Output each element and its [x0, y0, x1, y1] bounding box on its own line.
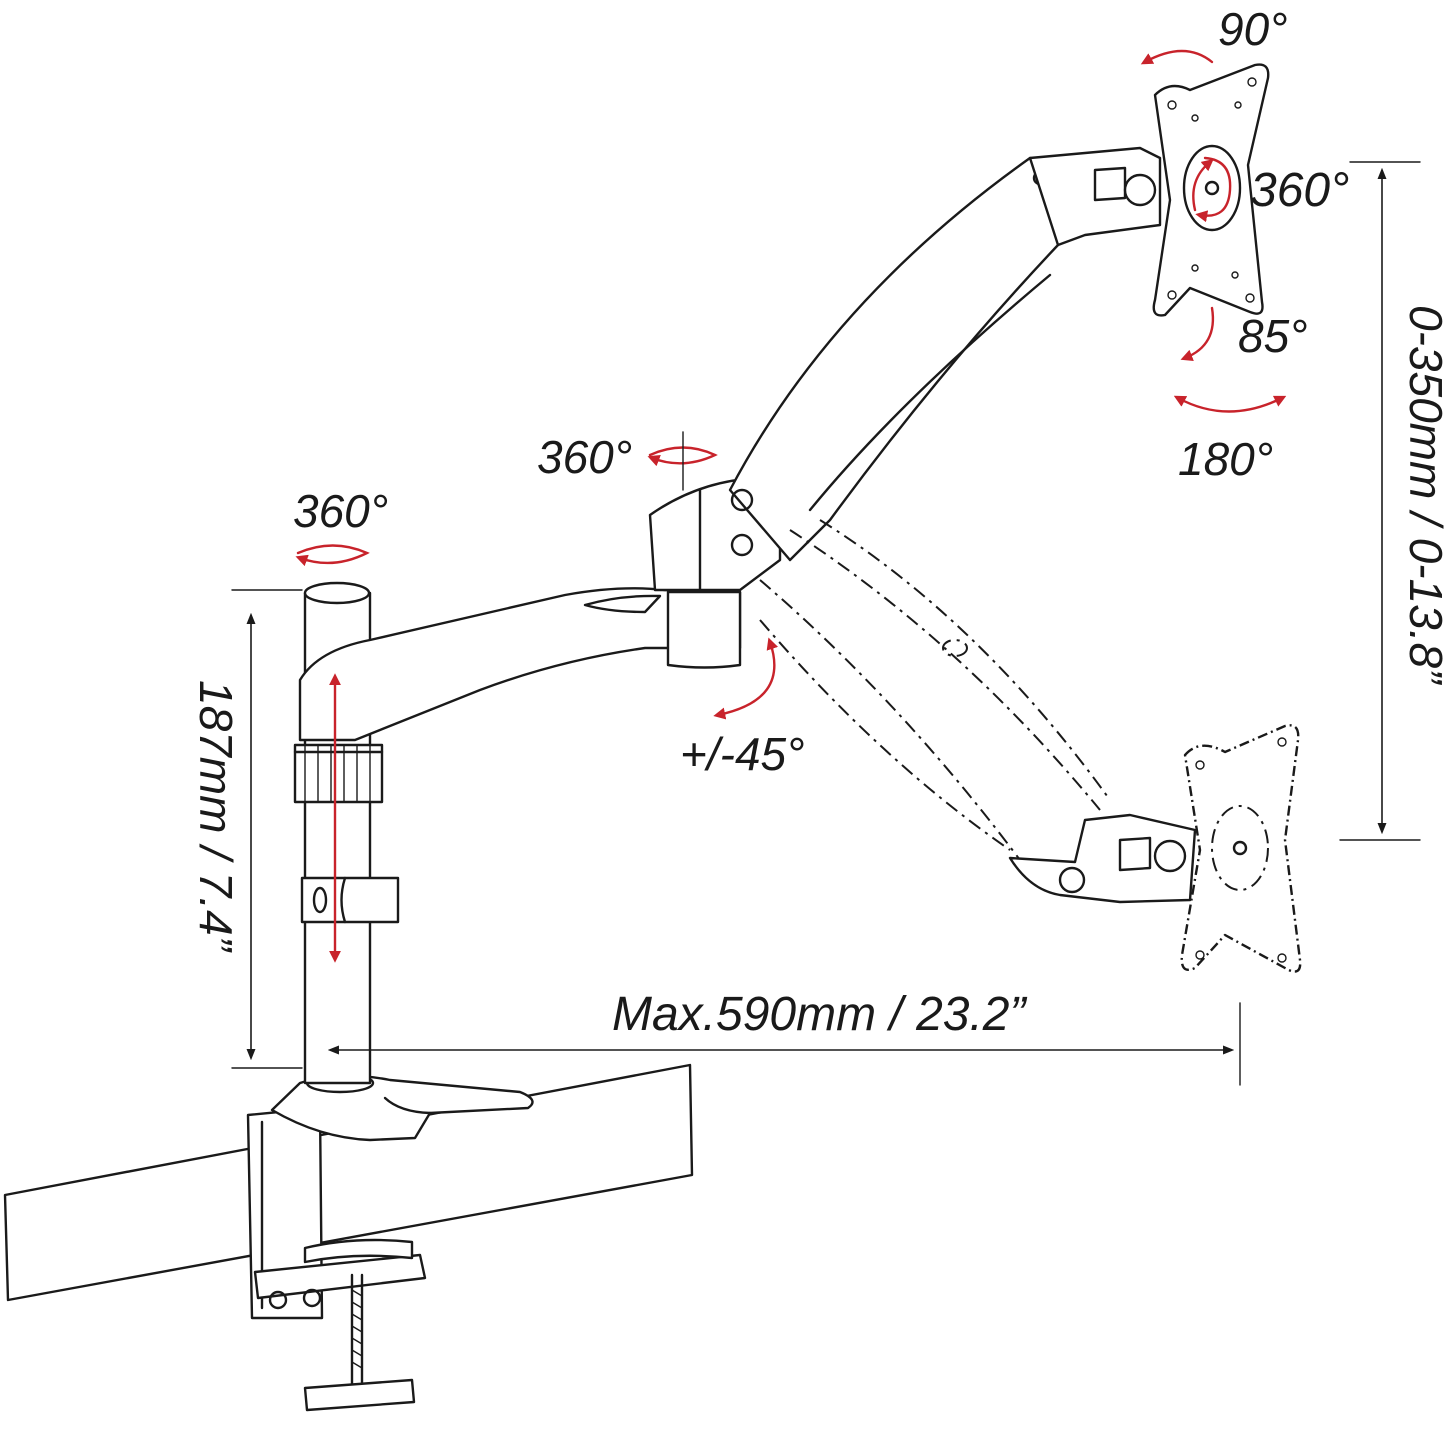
- pole-swivel-label: 360°: [293, 485, 388, 537]
- upper-arm: [728, 146, 1162, 562]
- tilt-down-label: 85°: [1238, 310, 1308, 362]
- height-range-label: 0-350mm / 0-13.8”: [1400, 305, 1445, 686]
- head-swivel-arrow: [1173, 395, 1287, 413]
- max-reach-label: Max.590mm / 23.2”: [612, 988, 1028, 1041]
- pole-height-label: 187mm / 7.4”: [190, 680, 242, 954]
- arm-tilt-label: +/-45°: [680, 728, 805, 780]
- pole-swivel-arrow: [295, 544, 370, 567]
- arm-tilt-arrow: [713, 637, 779, 720]
- vesa-rotation-label: 360°: [1250, 164, 1349, 217]
- vesa-plate-upper: [1152, 63, 1270, 317]
- head-swivel-label: 180°: [1178, 433, 1273, 485]
- elbow-swivel-arrow: [647, 446, 718, 467]
- vesa-rotation-arrow: [1195, 156, 1232, 223]
- elbow-swivel-label: 360°: [537, 431, 632, 483]
- vesa-plate-lower: [1180, 724, 1302, 973]
- tilt-up-label: 90°: [1218, 3, 1288, 55]
- dimension-lines: [231, 161, 1421, 1086]
- rotation-arrows: [295, 49, 1287, 963]
- desk-clamp: [246, 1106, 427, 1412]
- tilt-down-arrow: [1180, 306, 1215, 361]
- upper-arm-lowered: [759, 519, 1197, 904]
- tilt-up-arrow: [1140, 49, 1214, 65]
